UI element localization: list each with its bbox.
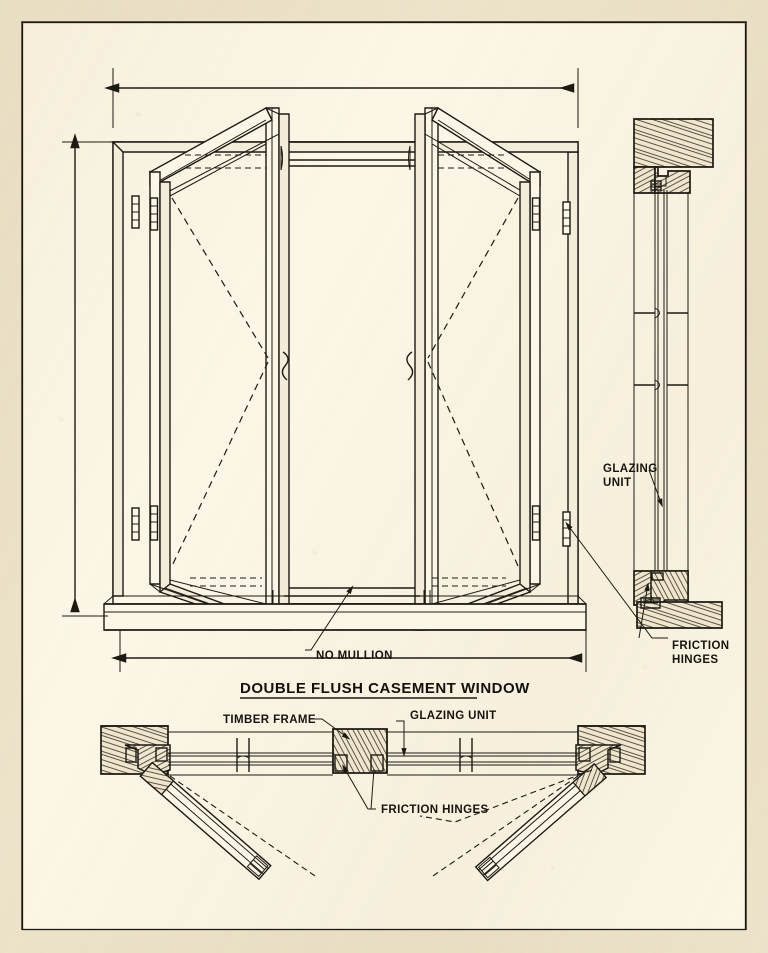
drawing-title: DOUBLE FLUSH CASEMENT WINDOW bbox=[240, 680, 530, 697]
vertical-section-detail: GLAZING UNIT FRICTION HINGES bbox=[565, 118, 730, 666]
center-meeting-stile-right bbox=[414, 107, 439, 631]
plan-glazing-left bbox=[168, 731, 333, 776]
label-timber-frame: TIMBER FRAME bbox=[223, 714, 316, 726]
window-cill bbox=[103, 595, 587, 631]
plan-break-marks bbox=[236, 738, 473, 772]
callout-no-mullion: NO MULLION bbox=[305, 585, 393, 662]
label-no-mullion: NO MULLION bbox=[316, 650, 393, 662]
frame-left-jamb bbox=[112, 141, 579, 605]
label-friction-hinges-section-line1: FRICTION bbox=[672, 640, 730, 652]
section-sash-faces bbox=[633, 193, 689, 571]
left-sash bbox=[148, 107, 281, 631]
plan-glazing-right bbox=[387, 731, 578, 776]
frame-hinge-plate-left-lower bbox=[131, 507, 140, 541]
plan-centre-meeting-post bbox=[332, 728, 388, 774]
plan-right-jamb bbox=[575, 725, 646, 776]
casement-handle-left bbox=[281, 351, 289, 381]
callout-glazing-unit-section: GLAZING UNIT bbox=[603, 463, 663, 508]
plan-section-detail: TIMBER FRAME GLAZING UNIT FRICTION HINGE… bbox=[100, 710, 646, 882]
callout-glazing-unit-plan: GLAZING UNIT bbox=[396, 710, 497, 757]
label-friction-hinges-plan: FRICTION HINGES bbox=[381, 804, 489, 816]
frame-hinge-plate-right-upper bbox=[562, 201, 571, 235]
right-sash-hinge-upper bbox=[531, 197, 541, 231]
section-break-marks bbox=[634, 307, 688, 391]
left-sash-hinge-upper bbox=[149, 197, 159, 231]
rear-head-rail bbox=[289, 141, 415, 167]
hidden-sill-lines bbox=[190, 577, 506, 587]
section-head-frame bbox=[633, 118, 714, 194]
plan-left-jamb bbox=[100, 725, 171, 776]
label-glazing-unit-section-line1: GLAZING bbox=[603, 463, 658, 475]
callout-friction-hinges-section: FRICTION HINGES bbox=[565, 521, 730, 666]
frame-hinge-plate-right-lower bbox=[562, 511, 571, 547]
plan-hinge-leaders bbox=[419, 769, 593, 823]
right-sash-hinge-lower bbox=[531, 505, 541, 541]
label-friction-hinges-section-line2: HINGES bbox=[672, 654, 719, 666]
dimension-overall-width-bottom bbox=[111, 630, 587, 672]
dimension-overall-height-left bbox=[62, 133, 120, 617]
center-stile-top-tab-left bbox=[280, 145, 283, 171]
label-glazing-unit-plan: GLAZING UNIT bbox=[410, 710, 497, 722]
plan-right-open-leaf bbox=[429, 762, 608, 882]
casement-handle-right bbox=[406, 351, 414, 381]
callout-timber-frame: TIMBER FRAME bbox=[223, 714, 351, 740]
center-meeting-stile-left bbox=[265, 107, 290, 631]
plan-left-open-leaf bbox=[139, 761, 319, 881]
frame-hinge-plate-left-upper bbox=[131, 195, 140, 229]
section-glazing-unit bbox=[654, 190, 668, 571]
hidden-head-lines bbox=[185, 154, 508, 169]
section-sill-frame bbox=[633, 570, 723, 629]
isometric-view bbox=[103, 106, 587, 631]
left-sash-hinge-lower bbox=[149, 505, 159, 541]
sheet-border bbox=[21, 21, 747, 931]
frame-head bbox=[111, 141, 579, 153]
callout-friction-hinges-plan: FRICTION HINGES bbox=[342, 764, 489, 816]
dimension-overall-width-top bbox=[104, 68, 579, 128]
label-glazing-unit-section-line2: UNIT bbox=[603, 477, 631, 489]
outer-frame-rear bbox=[112, 141, 579, 605]
drawing-title-group: DOUBLE FLUSH CASEMENT WINDOW bbox=[240, 680, 530, 699]
